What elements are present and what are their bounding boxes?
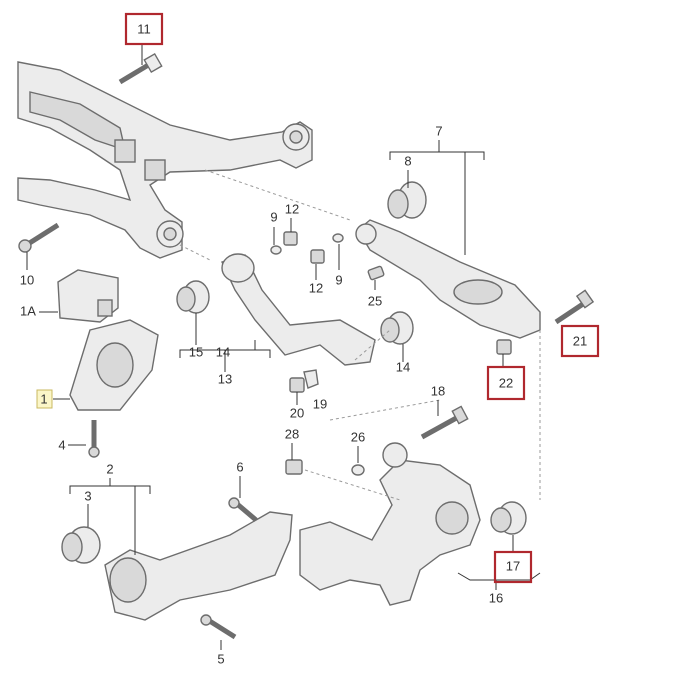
callout-19: 19 (313, 396, 327, 411)
bolt-18 (420, 405, 469, 440)
callout-4: 4 (58, 437, 65, 452)
callout-12b: 12 (309, 280, 323, 295)
callout-12a: 12 (285, 201, 299, 216)
clip-19 (303, 369, 319, 389)
nut-20 (289, 377, 305, 393)
callout-9a: 9 (270, 209, 277, 224)
callout-8: 8 (404, 153, 411, 168)
callout-1A: 1A (20, 303, 36, 318)
callout-3: 3 (84, 488, 91, 503)
bushing-3 (61, 526, 101, 564)
callout-17: 17 (506, 558, 520, 573)
bushing-8 (387, 181, 427, 219)
bolt-5 (200, 614, 237, 640)
highlight-box-22 (486, 365, 526, 401)
callout-20: 20 (290, 405, 304, 420)
highlight-box-17 (493, 550, 533, 584)
callout-22: 22 (499, 375, 513, 390)
callout-13: 13 (218, 371, 232, 386)
leader-lines (26, 45, 541, 650)
guide-lines (179, 169, 541, 501)
callout-14b: 14 (396, 359, 410, 374)
trailing-arm-2 (104, 511, 293, 621)
callout-10: 10 (20, 272, 34, 287)
bolt-6 (228, 497, 258, 522)
control-arm-7 (355, 219, 541, 339)
nut-28 (285, 459, 303, 475)
callout-6: 6 (236, 459, 243, 474)
bushing-14 (380, 311, 414, 345)
callout-25: 25 (368, 293, 382, 308)
washer-9a (270, 245, 282, 255)
wheel-carrier-16 (299, 442, 481, 606)
bolt-25 (367, 265, 385, 281)
highlight-box-11 (124, 12, 164, 46)
callout-7: 7 (435, 123, 442, 138)
nut-12b (310, 249, 325, 264)
bolt-10 (18, 222, 60, 253)
washer-26 (351, 464, 365, 476)
callout-labels: 11 7 8 9 12 10 1A 12 9 25 21 15 14 13 14… (20, 21, 587, 666)
washer-9b (332, 233, 344, 243)
upper-link-13 (221, 253, 376, 366)
nut-12a (283, 231, 298, 246)
callout-1: 1 (40, 391, 47, 406)
callout-21: 21 (573, 333, 587, 348)
callout-11: 11 (137, 21, 151, 36)
callout-9b: 9 (335, 272, 342, 287)
callout-2: 2 (106, 461, 113, 476)
callout-16: 16 (489, 590, 503, 605)
bushing-15 (176, 280, 210, 314)
rear-subframe (17, 61, 313, 259)
callout-14a: 14 (216, 344, 230, 359)
callout-28: 28 (285, 426, 299, 441)
note-box-1 (36, 389, 53, 409)
nut-22 (496, 339, 512, 355)
bolt-21 (554, 289, 595, 325)
bolt-4 (88, 420, 100, 458)
callout-15: 15 (189, 344, 203, 359)
bushing-17 (490, 501, 527, 535)
mount-1A (57, 269, 119, 323)
callout-5: 5 (217, 651, 224, 666)
callout-26: 26 (351, 429, 365, 444)
highlight-box-21 (560, 324, 600, 358)
bracket-1 (69, 319, 159, 411)
bolt-11 (118, 52, 163, 85)
callout-18: 18 (431, 383, 445, 398)
